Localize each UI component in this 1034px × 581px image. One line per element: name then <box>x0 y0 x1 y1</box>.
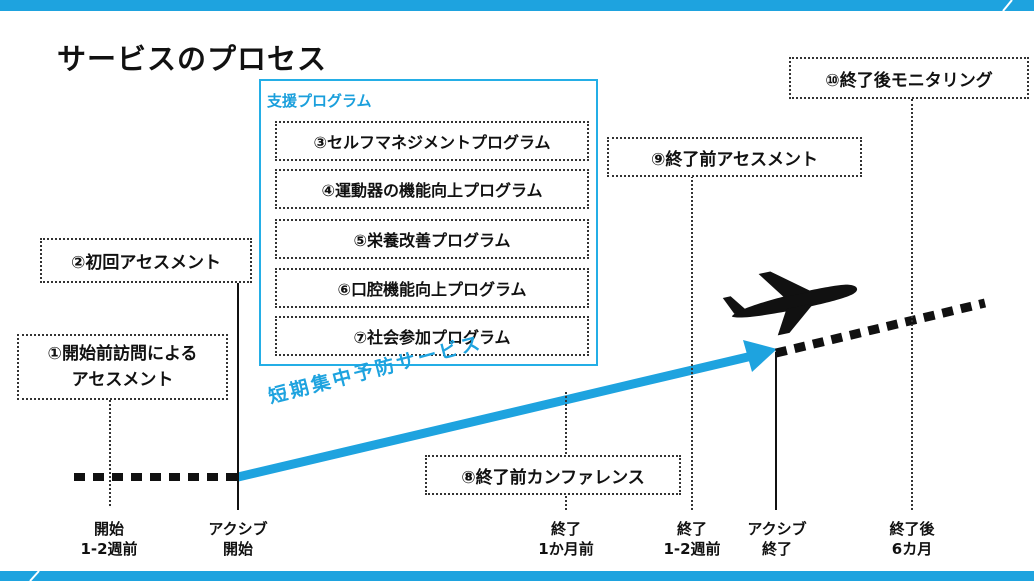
timeline-label-line1: 開始 <box>93 520 124 538</box>
connector-line <box>237 283 239 510</box>
arrow-icon <box>236 351 754 482</box>
connector-line <box>911 99 913 510</box>
band-slash <box>29 570 40 581</box>
post-service-dashed-line <box>774 298 987 358</box>
step-9-box: ⑨終了前アセスメント <box>607 137 862 177</box>
bottom-band <box>0 571 1034 581</box>
timeline-label: 終了 1か月前 <box>511 519 621 559</box>
timeline-label-line2: 1-2週前 <box>663 540 721 558</box>
program-item: ④運動器の機能向上プログラム <box>275 169 589 209</box>
timeline-label: アクシブ 終了 <box>722 519 832 559</box>
support-program-box <box>259 79 598 366</box>
step-8-box: ⑧終了前カンファレンス <box>425 455 681 495</box>
program-item: ⑥口腔機能向上プログラム <box>275 268 589 308</box>
timeline-label-line1: アクシブ <box>208 520 268 538</box>
band-slash <box>1002 0 1013 12</box>
timeline-label-line1: アクシブ <box>747 520 807 538</box>
connector-line <box>109 400 111 506</box>
timeline-label-line2: 終了 <box>761 540 792 558</box>
timeline-label: 開始 1-2週前 <box>54 519 164 559</box>
timeline-label-line2: 1-2週前 <box>80 540 138 558</box>
arrow-head-icon <box>743 340 777 372</box>
step-1-box: ①開始前訪問による アセスメント <box>17 334 228 400</box>
timeline-label: アクシブ 開始 <box>183 519 293 559</box>
step-1-label-line2: アセスメント <box>71 370 174 390</box>
step-1-label-line1: ①開始前訪問による <box>47 344 198 364</box>
page-title: サービスのプロセス <box>57 42 328 76</box>
step-10-box: ⑩終了後モニタリング <box>789 57 1029 99</box>
timeline-label-line2: 開始 <box>222 540 253 558</box>
timeline-label: 終了後 6カ月 <box>857 519 967 559</box>
connector-line <box>775 352 777 510</box>
step-2-box: ②初回アセスメント <box>40 238 252 283</box>
connector-line <box>691 176 693 510</box>
timeline-label-line1: 終了 <box>550 520 581 538</box>
program-item: ⑤栄養改善プログラム <box>275 219 589 259</box>
top-band <box>0 0 1034 11</box>
timeline-label-line1: 終了後 <box>889 520 935 538</box>
timeline-label-line2: 1か月前 <box>538 540 594 558</box>
support-program-title: 支援プログラム <box>267 92 372 110</box>
program-item: ③セルフマネジメントプログラム <box>275 121 589 161</box>
program-item: ⑦社会参加プログラム <box>275 316 589 356</box>
timeline-label-line2: 6カ月 <box>891 540 933 558</box>
timeline-label-line1: 終了 <box>676 520 707 538</box>
connector-line <box>565 392 567 510</box>
airplane-icon <box>722 271 858 336</box>
timeline-label: 終了 1-2週前 <box>637 519 747 559</box>
